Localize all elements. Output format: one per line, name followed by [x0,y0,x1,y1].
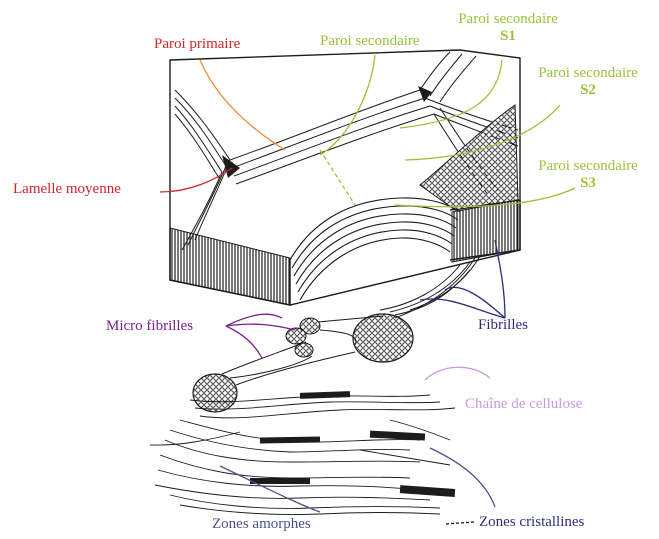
label-s2-line2: S2 [523,82,653,99]
leader-micro-2 [226,326,262,358]
leader-cristallines-2 [445,522,474,524]
label-paroi-primaire: Paroi primaire [154,36,240,53]
cellulose-chains [150,395,455,515]
leader-paroi-primaire [200,60,285,150]
label-s3: Paroi secondaire S3 [523,158,653,192]
label-lamelle-moyenne: Lamelle moyenne [13,181,121,198]
leader-paroi-secondaire [320,55,375,155]
leader-s1 [400,60,502,128]
label-s2: Paroi secondaire S2 [523,65,653,99]
leader-dashed [320,150,355,205]
label-zones-cristallines: Zones cristallines [479,514,584,531]
label-s2-line1: Paroi secondaire [523,65,653,82]
label-s3-line1: Paroi secondaire [523,158,653,175]
crystalline-zones [250,391,455,497]
leader-fibrilles-2 [445,287,505,318]
label-s1-line2: S1 [448,28,568,45]
label-s1-line1: Paroi secondaire [448,11,568,28]
label-zones-amorphes: Zones amorphes [212,516,311,533]
leader-chaine [425,367,490,380]
label-micro-fibrilles: Micro fibrilles [106,318,193,335]
fibrils-bundle [380,256,480,318]
label-fibrilles: Fibrilles [478,317,528,334]
label-s3-line2: S3 [523,175,653,192]
label-s1: Paroi secondaire S1 [448,11,568,45]
label-paroi-secondaire: Paroi secondaire [320,33,420,50]
leader-amorphes [220,466,320,512]
leader-cristallines [430,448,495,507]
label-chaine-cellulose: Chaîne de cellulose [465,396,582,413]
leader-micro-1 [226,324,295,330]
